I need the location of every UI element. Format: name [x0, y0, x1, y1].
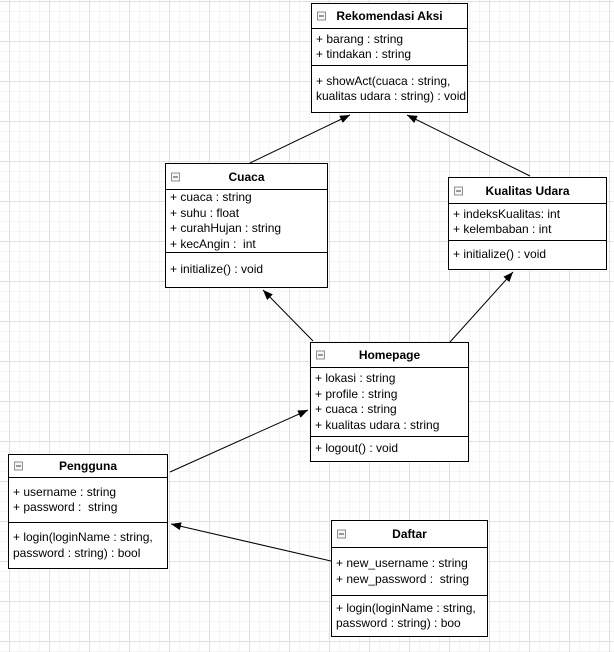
attribute: + new_password : string — [336, 571, 470, 586]
method-line: + initialize() : void — [453, 247, 547, 262]
collapse-minus-icon[interactable] — [317, 11, 326, 21]
class-title-bar: Rekomendasi Aksi — [312, 4, 467, 29]
class-pengguna[interactable]: Pengguna + username : string + password … — [8, 454, 168, 569]
collapse-minus-icon[interactable] — [14, 461, 23, 471]
attribute: + kecAngin : int — [170, 236, 256, 251]
attribute: + new_username : string — [336, 556, 468, 570]
arrow-daftar-to-pengguna[interactable] — [170, 522, 332, 562]
class-kualitas-udara[interactable]: Kualitas Udara + indeksKualitas: int + k… — [448, 177, 607, 270]
class-title-bar: Kualitas Udara — [449, 178, 606, 204]
class-title-bar: Homepage — [311, 343, 468, 368]
attributes-compartment: + new_username : string + new_password :… — [332, 548, 487, 596]
methods-compartment: + login(loginName : string, password : s… — [332, 596, 487, 636]
attribute: + curahHujan : string — [170, 221, 282, 235]
method-line: kualitas udara : string) : void — [316, 89, 467, 103]
attribute: + kelembaban : int — [453, 222, 552, 236]
method-line: + login(loginName : string, — [13, 530, 153, 544]
attribute: + lokasi : string — [315, 371, 396, 385]
class-name: Daftar — [392, 527, 427, 541]
methods-compartment: + initialize() : void — [166, 253, 327, 287]
arrow-homepage-to-kualitas-udara[interactable] — [449, 271, 514, 343]
class-homepage[interactable]: Homepage + lokasi : string + profile : s… — [310, 342, 469, 462]
class-daftar[interactable]: Daftar + new_username : string + new_pas… — [331, 520, 488, 637]
arrow-homepage-to-cuaca[interactable] — [262, 289, 314, 342]
arrow-pengguna-to-homepage[interactable] — [169, 409, 309, 473]
attributes-compartment: + lokasi : string + profile : string + c… — [311, 368, 468, 437]
arrow-cuaca-to-rekomendasi-aksi[interactable] — [249, 114, 351, 164]
attribute: + cuaca : string — [315, 402, 397, 416]
attributes-compartment: + username : string + password : string — [9, 478, 167, 523]
attributes-compartment: + indeksKualitas: int + kelembaban : int — [449, 204, 606, 241]
class-name: Homepage — [358, 348, 421, 362]
attribute: + tindakan : string — [316, 47, 412, 61]
class-title-bar: Daftar — [332, 521, 487, 548]
attribute: + barang : string — [316, 31, 404, 46]
method-line: + login(loginName : string, — [336, 600, 476, 615]
collapse-minus-icon[interactable] — [171, 172, 180, 181]
method-line: password : string) : bool — [13, 545, 141, 560]
method-line: password : string) : boo — [336, 616, 461, 630]
attribute: + indeksKualitas: int — [453, 206, 561, 221]
attributes-compartment: + barang : string + tindakan : string — [312, 29, 467, 66]
methods-compartment: + showAct(cuaca : string, kualitas udara… — [312, 66, 467, 112]
class-rekomendasi-aksi[interactable]: Rekomendasi Aksi + barang : string + tin… — [311, 3, 468, 113]
class-name: Cuaca — [228, 169, 265, 184]
class-cuaca[interactable]: Cuaca + cuaca : string + suhu : float + … — [165, 163, 328, 288]
collapse-minus-icon[interactable] — [454, 186, 463, 195]
attribute: + suhu : float — [170, 205, 240, 220]
method-line: + initialize() : void — [170, 262, 264, 277]
attribute: + cuaca : string — [170, 190, 252, 204]
methods-compartment: + logout() : void — [311, 437, 468, 461]
arrow-kualitas-udara-to-rekomendasi-aksi[interactable] — [406, 114, 531, 177]
method-line: + showAct(cuaca : string, — [316, 73, 451, 88]
methods-compartment: + initialize() : void — [449, 241, 606, 269]
attribute: + password : string — [13, 500, 118, 514]
attribute: + kualitas udara : string — [315, 417, 440, 432]
collapse-minus-icon[interactable] — [337, 529, 346, 539]
attribute: + profile : string — [315, 386, 398, 401]
class-title-bar: Pengguna — [9, 455, 167, 478]
class-name: Pengguna — [58, 459, 117, 473]
attribute: + username : string — [13, 484, 117, 499]
class-name: Rekomendasi Aksi — [336, 9, 443, 23]
methods-compartment: + login(loginName : string, password : s… — [9, 523, 167, 568]
method-line: + logout() : void — [315, 441, 399, 456]
collapse-minus-icon[interactable] — [316, 350, 325, 360]
attributes-compartment: + cuaca : string + suhu : float + curahH… — [166, 190, 327, 253]
class-title-bar: Cuaca — [166, 164, 327, 190]
class-name: Kualitas Udara — [485, 183, 570, 198]
